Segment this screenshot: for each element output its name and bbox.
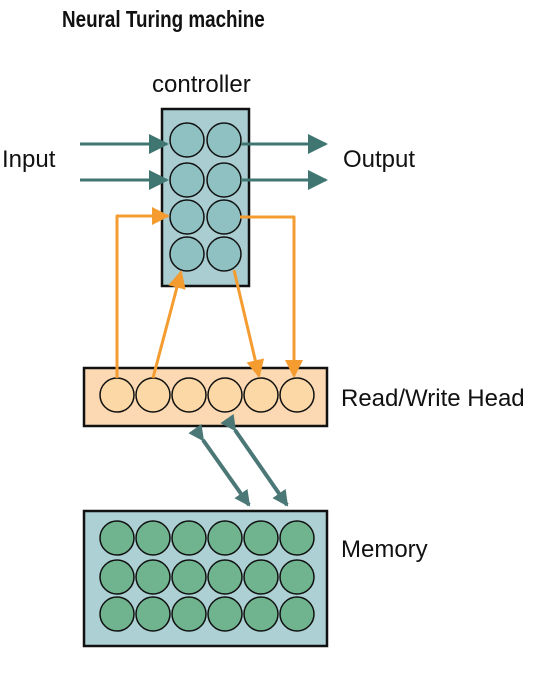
controller-cells xyxy=(169,122,242,272)
head-cell xyxy=(99,377,135,413)
head-cell xyxy=(243,377,279,413)
memory-cell xyxy=(135,520,171,556)
memory-cell xyxy=(279,520,315,556)
memory-cell xyxy=(99,520,135,556)
memory-label: Memory xyxy=(341,536,428,563)
read-feedback-arrow xyxy=(115,207,170,378)
write-control-arrow xyxy=(232,269,265,378)
memory-cell xyxy=(207,520,243,556)
input-label: Input xyxy=(2,146,56,173)
memory-cell xyxy=(279,559,315,595)
memory-read-write-arrow xyxy=(188,423,251,507)
controller-neuron xyxy=(169,236,205,272)
head-cell xyxy=(279,377,315,413)
memory-cell xyxy=(207,559,243,595)
memory-cell xyxy=(171,596,207,632)
memory-cells xyxy=(99,520,315,632)
memory-read-write-arrow-2 xyxy=(220,413,289,507)
memory-cell xyxy=(279,596,315,632)
controller-neuron xyxy=(206,122,242,158)
memory-cell xyxy=(243,559,279,595)
input-arrows xyxy=(80,134,169,190)
controller-neuron xyxy=(206,162,242,198)
memory-cell xyxy=(243,520,279,556)
memory-cell xyxy=(99,559,135,595)
memory-cell xyxy=(171,559,207,595)
controller-neuron xyxy=(169,122,205,158)
controller-neuron xyxy=(169,199,205,235)
memory-cell xyxy=(135,559,171,595)
memory-arrows xyxy=(188,413,289,507)
controller-neuron xyxy=(169,162,205,198)
memory-cell xyxy=(243,596,279,632)
head-cell xyxy=(135,377,171,413)
controller-neuron xyxy=(206,199,242,235)
read-write-head-label: Read/Write Head xyxy=(341,385,525,412)
memory-cell xyxy=(135,596,171,632)
controller-label: controller xyxy=(152,71,251,98)
memory-cell xyxy=(99,596,135,632)
memory-cell xyxy=(171,520,207,556)
head-cell xyxy=(171,377,207,413)
output-label: Output xyxy=(343,146,415,173)
diagram-title: Neural Turing machine xyxy=(62,7,265,32)
controller-neuron xyxy=(206,236,242,272)
memory-cell xyxy=(207,596,243,632)
control-arrows xyxy=(115,207,303,379)
head-cells xyxy=(99,377,315,413)
output-arrows xyxy=(241,134,328,190)
write-control-arrow-2 xyxy=(240,215,303,378)
head-cell xyxy=(207,377,243,413)
read-feedback-arrow-2 xyxy=(151,270,186,379)
